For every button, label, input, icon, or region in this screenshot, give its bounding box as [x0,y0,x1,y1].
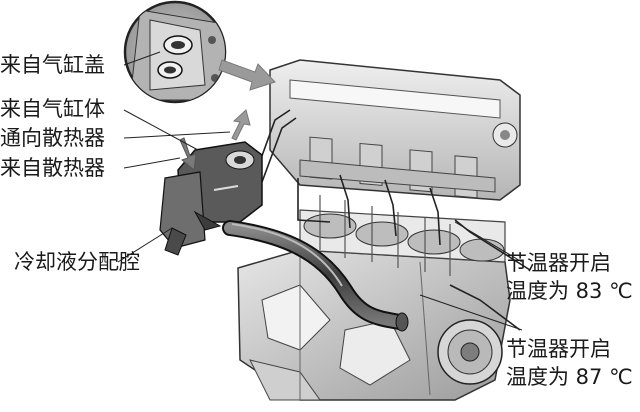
label-to-radiator: 通向散热器 [0,126,105,150]
cylinder-head [269,59,521,201]
arrow-from-radiator-icon [179,137,197,171]
crankshaft-pulley [437,319,503,385]
label-from-cylinder-head: 来自气缸盖 [0,53,105,77]
cylinder-bores [299,195,506,276]
coolant-return-pipe [222,220,409,332]
label-from-radiator: 来自散热器 [0,156,105,180]
gray-flow-arrow-icon [218,59,276,91]
coolant-passages [254,109,531,331]
label-thermostat-83-line2: 温度为 83 ℃ [506,279,633,303]
label-coolant-distribution-chamber: 冷却液分配腔 [14,250,140,274]
arrow-to-radiator-icon [231,109,251,141]
label-thermostat-87-line1: 节温器开启 [506,337,611,361]
leader-lines [117,51,523,331]
label-thermostat-83-line1: 节温器开启 [506,251,611,275]
magnified-outlet-inset [123,0,227,104]
label-thermostat-87-line2: 温度为 87 ℃ [506,365,633,389]
label-from-cylinder-block: 来自气缸体 [0,97,105,121]
